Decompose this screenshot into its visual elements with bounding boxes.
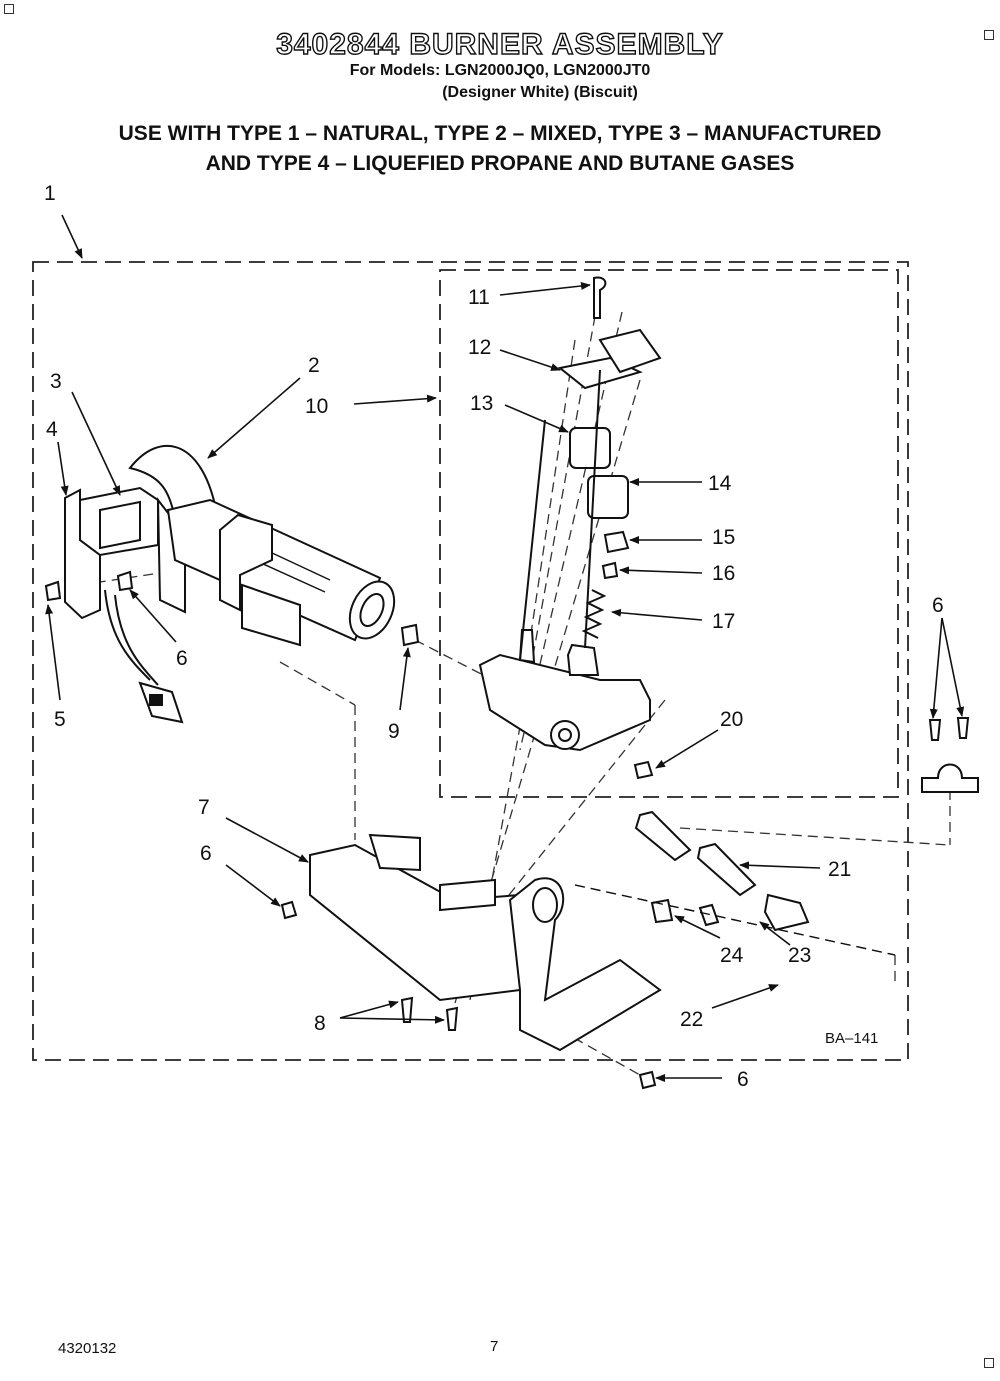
callout-11: 11	[468, 286, 490, 309]
valve-stack	[478, 276, 662, 780]
callout-7: 7	[198, 796, 210, 819]
callout-2: 2	[308, 354, 320, 377]
callout-16: 16	[712, 562, 735, 585]
igniter-plug	[138, 681, 184, 724]
page-title: 3402844 BURNER ASSEMBLY	[275, 27, 724, 61]
callout-13: 13	[470, 392, 493, 415]
callout-4: 4	[46, 418, 58, 441]
callout-8: 8	[314, 1012, 326, 1035]
models-line: For Models: LGN2000JQ0, LGN2000JT0	[349, 62, 651, 79]
color-variants-line: (Designer White) (Biscuit)	[442, 84, 638, 101]
callout-15: 15	[712, 526, 735, 549]
callout-9: 9	[388, 720, 400, 743]
burner-mounting-bracket	[309, 833, 662, 1052]
gas-supply-fittings	[574, 810, 896, 956]
callout-1: 1	[44, 182, 56, 205]
pipe-clamp	[921, 717, 979, 793]
callout-6-bottom: 6	[737, 1068, 749, 1091]
callout-10: 10	[305, 395, 328, 418]
igniter-wires	[104, 589, 159, 686]
gas-type-line-2: AND TYPE 4 – LIQUEFIED PROPANE AND BUTAN…	[205, 152, 795, 175]
callout-6-bracket: 6	[200, 842, 212, 865]
callout-21: 21	[828, 858, 851, 881]
callout-24: 24	[720, 944, 744, 967]
page-corner-top-right	[984, 30, 994, 40]
valve-group-boundary-dashed	[439, 269, 899, 798]
burner-bracket	[64, 486, 186, 620]
page-corner-bottom-right	[984, 1358, 994, 1368]
callout-23: 23	[788, 944, 811, 967]
callout-17: 17	[712, 610, 735, 633]
callout-22: 22	[680, 1008, 703, 1031]
callout-12: 12	[468, 336, 491, 359]
page-number: 7	[490, 1338, 499, 1355]
page-corner-top-left	[4, 4, 14, 14]
callout-6-right: 6	[932, 594, 944, 617]
burner-support-plate	[219, 513, 301, 647]
callout-3: 3	[50, 370, 62, 393]
assembly-boundary-dashed	[32, 261, 909, 1061]
document-number: 4320132	[58, 1340, 117, 1357]
callout-leaders	[45, 214, 965, 1082]
diagram-code: BA–141	[825, 1030, 878, 1047]
gas-type-line-1: USE WITH TYPE 1 – NATURAL, TYPE 2 – MIXE…	[118, 122, 882, 145]
callout-14: 14	[708, 472, 732, 495]
callout-6-left: 6	[176, 647, 188, 670]
callout-5: 5	[54, 708, 66, 731]
mounting-screws	[44, 570, 657, 1090]
callout-20: 20	[720, 708, 743, 731]
